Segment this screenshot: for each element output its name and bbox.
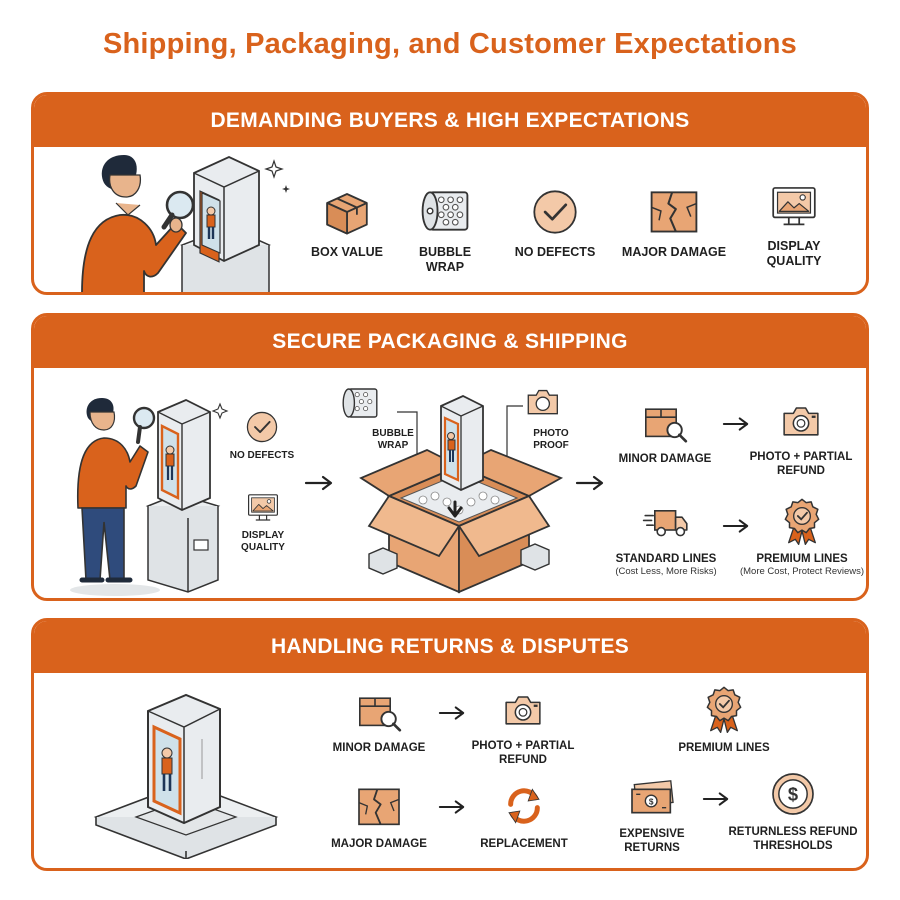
major-damage-item: MAJOR DAMAGE	[614, 183, 734, 260]
dollar-coin-icon	[768, 769, 818, 819]
photo-label: PHOTO	[533, 428, 569, 439]
bubble-wrap-label-line1: BUBBLE	[418, 245, 472, 259]
premium-lines-item: PREMIUM LINES (More Cost, Protect Review…	[734, 496, 866, 578]
expensive-label: EXPENSIVE	[619, 828, 685, 840]
display-quality-item: DISPLAY QUALITY	[749, 181, 839, 269]
display-mini-label: DISPLAY	[241, 530, 285, 541]
panel-header: SECURE PACKAGING & SHIPPING	[34, 316, 866, 368]
buyer-inspecting-figure-illustration	[81, 155, 290, 292]
panel-body: MINOR DAMAGE PHOTO + PARTIAL REFUND PREM…	[34, 673, 866, 868]
thresholds-label: THRESHOLDS	[753, 840, 833, 852]
panel-header: HANDLING RETURNS & DISPUTES	[34, 621, 866, 673]
box-icon	[320, 185, 374, 239]
box-value-item: BOX VALUE	[302, 185, 392, 260]
major-damage-label: MAJOR DAMAGE	[331, 838, 427, 850]
premium-lines-sub: (More Cost, Protect Reviews)	[739, 566, 865, 577]
arrow-icon	[438, 799, 466, 815]
buyer-with-display-case-illustration	[70, 398, 229, 596]
proof-label: PROOF	[533, 440, 569, 451]
check-badge-icon	[528, 185, 582, 239]
cracked-surface-icon	[646, 183, 702, 239]
bubble-wrap-icon	[415, 183, 475, 239]
box-magnifier-icon	[354, 687, 404, 735]
standard-lines-sub: (Cost Less, More Risks)	[615, 566, 717, 577]
box-magnifier-icon	[640, 398, 690, 446]
minor-damage-label: MINOR DAMAGE	[332, 742, 426, 754]
panel-header: DEMANDING BUYERS & HIGH EXPECTATIONS	[34, 95, 866, 147]
panel-returns-disputes: HANDLING RETURNS & DISPUTES MINOR DAMAGE…	[31, 618, 869, 871]
minor-damage-label: MINOR DAMAGE	[618, 453, 712, 465]
panel-body: NO DEFECTS DISPLAY QUALITY	[34, 368, 866, 598]
replacement-item: REPLACEMENT	[470, 781, 578, 852]
quality-mini-label: QUALITY	[241, 542, 285, 553]
minor-damage-item: MINOR DAMAGE	[324, 687, 434, 756]
refund-label: REFUND	[499, 754, 547, 766]
standard-lines-label: STANDARD LINES	[615, 553, 717, 565]
premium-lines-label: PREMIUM LINES	[678, 742, 770, 754]
bubble-wrap-label-line2: WRAP	[425, 260, 465, 274]
standard-lines-item: STANDARD LINES (Cost Less, More Risks)	[604, 498, 728, 578]
major-damage-item: MAJOR DAMAGE	[324, 781, 434, 852]
panel-secure-packaging: SECURE PACKAGING & SHIPPING	[31, 313, 869, 601]
camera-icon	[777, 398, 825, 444]
arrow-icon	[575, 475, 605, 491]
premium-lines-item: PREMIUM LINES	[664, 683, 784, 756]
wrap-label: WRAP	[377, 440, 409, 451]
cracked-surface-icon	[354, 781, 404, 831]
panel-demanding-buyers: DEMANDING BUYERS & HIGH EXPECTATIONS	[31, 92, 869, 295]
check-badge-icon	[243, 408, 281, 446]
bubble-wrap-item: BUBBLE WRAP	[400, 183, 490, 275]
expensive-returns-item: EXPENSIVE RETURNS	[606, 771, 698, 855]
monitor-image-icon	[244, 490, 282, 526]
premium-badge-icon	[777, 496, 827, 546]
minor-damage-item: MINOR DAMAGE	[610, 398, 720, 467]
arrow-icon	[438, 705, 466, 721]
arrow-icon	[304, 475, 334, 491]
display-quality-mini-item: DISPLAY QUALITY	[230, 490, 296, 554]
photo-partial-label: PHOTO + PARTIAL	[749, 451, 853, 463]
returns-label: RETURNS	[624, 842, 680, 854]
photo-partial-refund-item: PHOTO + PARTIAL REFUND	[746, 398, 856, 478]
display-quality-label-line2: QUALITY	[766, 254, 822, 268]
page-title: Shipping, Packaging, and Customer Expect…	[102, 28, 798, 60]
replacement-label: REPLACEMENT	[480, 838, 568, 850]
display-quality-label-line1: DISPLAY	[767, 239, 821, 253]
major-damage-label: MAJOR DAMAGE	[621, 245, 727, 259]
premium-badge-icon	[699, 683, 749, 735]
photo-partial-refund-item: PHOTO + PARTIAL REFUND	[464, 687, 582, 767]
monitor-image-icon	[766, 181, 822, 233]
no-defects-label: NO DEFECTS	[514, 245, 596, 259]
no-defects-mini-label: NO DEFECTS	[229, 450, 295, 461]
refund-label: REFUND	[777, 465, 825, 477]
no-defects-item: NO DEFECTS	[510, 185, 600, 260]
panel-body: BOX VALUE BUBBLE WRAP NO DEFECTS MAJOR D…	[34, 147, 866, 292]
returnless-refund-item: RETURNLESS REFUND THRESHOLDS	[720, 769, 866, 853]
refresh-icon	[499, 781, 549, 831]
cash-stack-icon	[625, 771, 679, 821]
no-defects-mini-item: NO DEFECTS	[227, 408, 297, 462]
packing-box-illustration	[342, 388, 564, 594]
bubble-label: BUBBLE	[372, 428, 414, 439]
camera-icon	[499, 687, 547, 733]
returnless-label: RETURNLESS REFUND	[728, 826, 858, 838]
photo-partial-label: PHOTO + PARTIAL	[471, 740, 575, 752]
box-value-label: BOX VALUE	[311, 245, 383, 259]
delivery-truck-icon	[637, 498, 695, 546]
display-case-on-platform-illustration	[93, 693, 279, 859]
premium-lines-label: PREMIUM LINES	[756, 553, 848, 565]
